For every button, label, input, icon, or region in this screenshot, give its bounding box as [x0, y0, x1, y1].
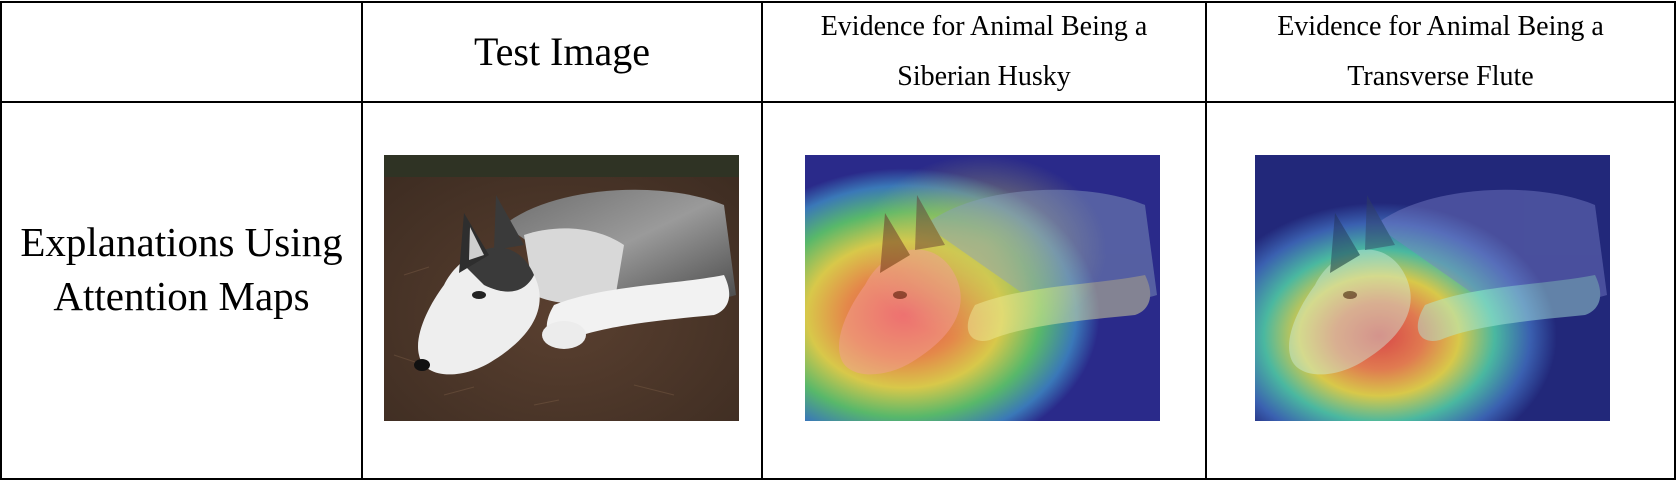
header-evidence-husky-line1: Evidence for Animal Being a	[820, 11, 1148, 42]
header-empty-cell	[2, 3, 361, 101]
header-test-image-text: Test Image	[473, 29, 650, 74]
header-evidence-flute-line1: Evidence for Animal Being a	[1277, 11, 1604, 42]
header-evidence-flute: Evidence for Animal Being a Transverse F…	[1207, 3, 1674, 101]
test-image	[384, 155, 739, 421]
table-border-top	[0, 1, 1676, 3]
header-divider	[0, 101, 1676, 103]
column-divider-3	[1205, 1, 1207, 480]
column-divider-2	[761, 1, 763, 480]
table-border-left	[0, 1, 2, 480]
header-test-image: Test Image	[363, 3, 761, 101]
table-border-right	[1674, 1, 1676, 480]
row-label-line2: Attention Maps	[53, 272, 310, 319]
row-label-line1: Explanations Using	[20, 218, 343, 265]
header-evidence-husky: Evidence for Animal Being a Siberian Hus…	[763, 3, 1205, 101]
header-evidence-flute-line2: Transverse Flute	[1347, 61, 1534, 92]
table-border-bottom	[0, 478, 1676, 480]
column-divider-1	[361, 1, 363, 480]
row-label: Explanations Using Attention Maps	[2, 103, 361, 478]
header-evidence-husky-line2: Siberian Husky	[897, 61, 1071, 92]
attention-map-flute	[1255, 155, 1610, 421]
attention-map-husky	[805, 155, 1160, 421]
